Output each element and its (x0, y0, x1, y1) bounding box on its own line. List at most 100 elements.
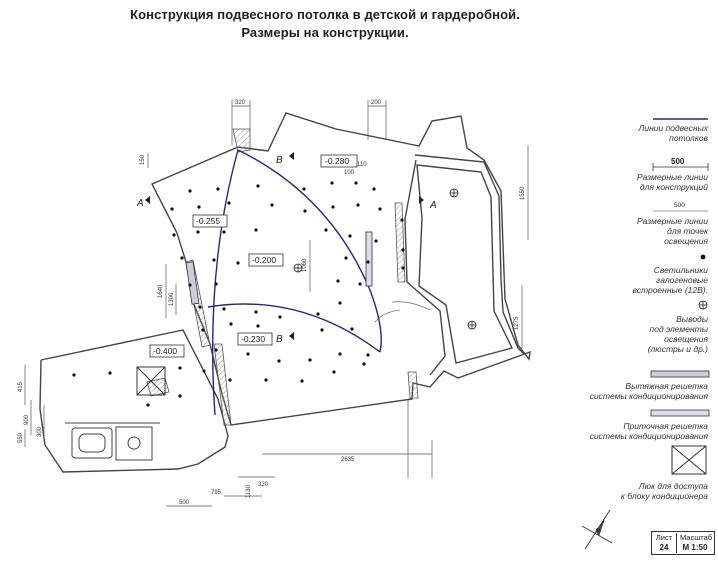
dim-320-bottom: 320 (258, 482, 269, 488)
halogen-lamp-point (246, 352, 250, 356)
halogen-lamp-point (336, 279, 340, 283)
dim-550: 550 (18, 432, 24, 443)
legend-dim-lines-construction-label: Размерные линии для конструкций (636, 172, 708, 192)
legend-outlet-symbol (698, 300, 708, 310)
halogen-lamp-point (324, 228, 328, 232)
halogen-lamp-point (348, 234, 352, 238)
section-b-bottom: B (276, 334, 283, 345)
bathroom-fixtures (65, 422, 160, 461)
halogen-lamp-point (270, 203, 274, 207)
sheet-info-box: Лист Масштаб 24 М 1:50 (651, 531, 715, 555)
legend-supply-grille-label: Приточная решетка системы кондиционирова… (589, 421, 708, 441)
halogen-lamp-point (338, 352, 342, 356)
dim-1130: 1130 (246, 484, 252, 498)
halogen-lamp-point (212, 258, 216, 262)
halogen-lamp-point (303, 209, 307, 213)
halogen-lamp-point (366, 260, 370, 264)
halogen-lamp-point (222, 307, 226, 311)
halogen-lamp-point (338, 301, 342, 305)
halogen-lamp-point (401, 248, 405, 252)
halogen-lamp-point (214, 282, 218, 286)
dim-320: 320 (235, 100, 246, 106)
halogen-lamp-point (178, 394, 182, 398)
supply-grille-plan (365, 231, 373, 287)
dim-200: 200 (371, 100, 382, 106)
legend-halogen-label: Светильники галогеновые встроенные (12В)… (632, 265, 708, 295)
halogen-lamp-point (197, 205, 201, 209)
section-a-right: A (429, 200, 437, 211)
halogen-lamp-point (332, 370, 336, 374)
dim-100: 100 (344, 170, 355, 176)
halogen-lamp-point (344, 256, 348, 260)
halogen-lamp-point (264, 378, 268, 382)
section-marks: A A B B (136, 152, 437, 345)
halogen-lamp-point (146, 403, 150, 407)
halogen-lamp-point (277, 359, 281, 363)
halogen-lamp-point (256, 184, 260, 188)
scale-value: М 1:50 (682, 543, 708, 552)
halogen-lamp-point (198, 305, 202, 309)
halogen-lamp-point (302, 187, 306, 191)
halogen-lamp-point (316, 312, 320, 316)
legend-ceiling-lines-label: Линии подвесных потолков (638, 123, 708, 143)
halogen-lamp-point (362, 362, 366, 366)
ceiling-levels: -0.280 -0.255 -0.200 -0.230 -0.400 (149, 154, 358, 358)
legend-dim-lines-lighting-label: Размерные линии для точек освещения (636, 216, 708, 246)
halogen-lamp-point (331, 205, 335, 209)
halogen-lamp-point (330, 181, 334, 185)
halogen-lamp-point (222, 230, 226, 234)
halogen-lamp-point (320, 328, 324, 332)
section-a-left: A (136, 198, 144, 209)
halogen-lamp-point (178, 366, 182, 370)
north-arrow-icon (581, 509, 613, 550)
halogen-lamp-point (229, 322, 233, 326)
halogen-lamp-point (188, 189, 192, 193)
legend-dim-value-1: 500 (671, 157, 685, 166)
level-l2: -0.255 (196, 216, 220, 226)
sheet-label: Лист (655, 533, 673, 542)
legend-access-hatch-symbol (671, 445, 707, 475)
dimension-lines (24, 100, 529, 507)
halogen-lamp-point (180, 256, 184, 260)
legend-dim-value-2: 500 (674, 202, 685, 209)
access-hatch-plan (136, 366, 166, 396)
dim-415: 415 (18, 381, 24, 392)
drawing-title-line-1: Конструкция подвесного потолка в детской… (130, 7, 520, 22)
halogen-lamp-point (108, 371, 112, 375)
dim-795: 795 (211, 490, 222, 496)
sheet-number: 24 (659, 543, 669, 552)
halogen-lamp-point (196, 230, 200, 234)
level-l5: -0.400 (153, 346, 177, 356)
legend-symbols (650, 118, 710, 475)
section-b-top: B (276, 155, 283, 166)
legend-halogen-symbol (700, 254, 706, 260)
halogen-lamp-point (378, 207, 382, 211)
dimension-labels: 320 200 150 100 110 1550 1275 1060 1640 … (18, 100, 526, 506)
halogen-lamp-point (202, 369, 206, 373)
halogen-lamp-point (201, 328, 205, 332)
dim-1550: 1550 (520, 186, 526, 200)
halogen-lamp-point (214, 348, 218, 352)
level-l1: -0.280 (325, 156, 349, 166)
drawing-title-line-2: Размеры на конструкции. (241, 25, 409, 40)
legend-access-hatch-label: Люк для доступа к блоку кондиционера (620, 481, 708, 501)
halogen-lamp-point (372, 187, 376, 191)
legend-exhaust-grille-symbol (650, 370, 710, 378)
dim-300: 300 (37, 426, 43, 437)
scale-label: Масштаб (676, 533, 715, 553)
ceiling-curve-lines (207, 149, 382, 416)
halogen-lamp-point (170, 207, 174, 211)
halogen-lamp-point (374, 239, 378, 243)
level-l4: -0.230 (241, 334, 265, 344)
halogen-lamp-point (358, 282, 362, 286)
dim-110: 110 (357, 162, 367, 168)
halogen-lamp-point (308, 358, 312, 362)
halogen-lamp-point (350, 327, 354, 331)
halogen-lamp-point (72, 373, 76, 377)
legend-supply-grille-symbol (650, 409, 710, 417)
halogen-lamp-point (356, 203, 360, 207)
halogen-lamp-point (236, 261, 240, 265)
halogen-lamp-points (72, 181, 405, 407)
level-l3: -0.200 (252, 255, 276, 265)
